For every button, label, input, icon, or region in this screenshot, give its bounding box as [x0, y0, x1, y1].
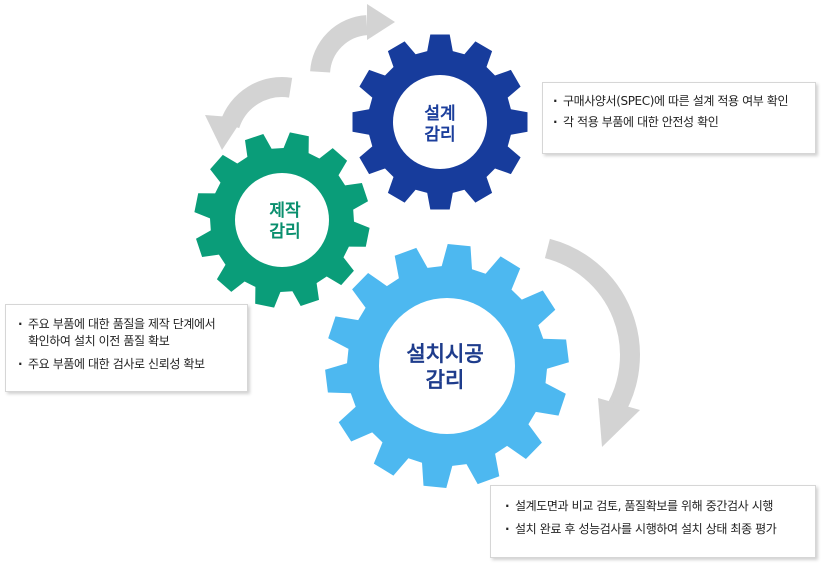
production-info-item: 주요 부품에 대한 품질을 제작 단계에서 확인하여 설치 이전 품질 확보: [18, 316, 237, 350]
design-gear-hub: [393, 75, 487, 169]
production-gear-hub: [235, 173, 329, 267]
install-info-list: 설계도면과 비교 검토, 품질확보를 위해 중간검사 시행 설치 완료 후 성능…: [505, 498, 805, 538]
design-gear-label: 설계 감리: [400, 104, 480, 147]
design-info-box: 구매사양서(SPEC)에 따른 설계 적용 여부 확인 각 적용 부품에 대한 …: [542, 82, 816, 154]
production-info-item: 주요 부품에 대한 검사로 신뢰성 확보: [18, 356, 237, 373]
arrow-head-left: [205, 115, 243, 150]
install-gear-hub: [379, 298, 515, 434]
cycle-arrows: [205, 4, 640, 447]
arrow-body-left: [220, 77, 293, 129]
design-info-item: 각 적용 부품에 대한 안전성 확인: [553, 114, 805, 131]
production-gear-label-line2: 감리: [269, 222, 301, 243]
production-gear-label-line1: 제작: [269, 201, 301, 221]
production-info-list: 주요 부품에 대한 품질을 제작 단계에서 확인하여 설치 이전 품질 확보 주…: [18, 316, 237, 373]
arrow-head-top: [367, 4, 395, 40]
install-info-item: 설계도면과 비교 검토, 품질확보를 위해 중간검사 시행: [505, 498, 805, 515]
install-info-item: 설치 완료 후 성능검사를 시행하여 설치 상태 최종 평가: [505, 521, 805, 538]
production-gear-label: 제작 감리: [245, 201, 325, 244]
design-info-item: 구매사양서(SPEC)에 따른 설계 적용 여부 확인: [553, 93, 805, 110]
install-info-box: 설계도면과 비교 검토, 품질확보를 위해 중간검사 시행 설치 완료 후 성능…: [490, 485, 816, 558]
design-gear-label-line1: 설계: [424, 104, 456, 124]
arrow-head-right: [598, 398, 640, 447]
gears: [194, 34, 569, 488]
arrow-body-right: [544, 238, 640, 420]
arrow-body-top: [310, 15, 369, 74]
design-info-list: 구매사양서(SPEC)에 따른 설계 적용 여부 확인 각 적용 부품에 대한 …: [553, 93, 805, 131]
design-gear-label-line2: 감리: [424, 125, 456, 146]
install-gear-label-line1: 설치시공: [406, 342, 484, 366]
production-info-box: 주요 부품에 대한 품질을 제작 단계에서 확인하여 설치 이전 품질 확보 주…: [5, 304, 248, 392]
install-gear-label-line2: 감리: [425, 368, 465, 393]
install-gear-label: 설치시공 감리: [385, 341, 505, 394]
